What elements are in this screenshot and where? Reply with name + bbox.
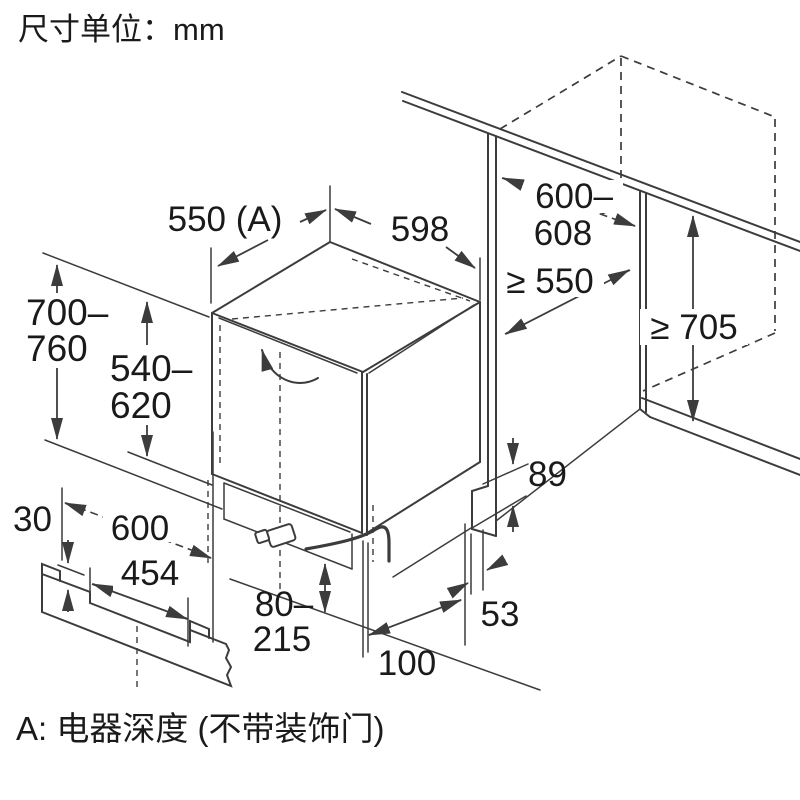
footnote: A: 电器深度 (不带装饰门)	[16, 710, 385, 747]
label-plinth-height-1: 80–	[255, 585, 314, 624]
dishwasher-body	[207, 241, 481, 592]
dim-plinth-cutout: 454	[89, 554, 189, 647]
label-plinth-return: 30	[13, 500, 52, 539]
dim-base-depth: 100	[362, 523, 466, 683]
hose-connector	[265, 523, 297, 548]
door-swing-arc	[261, 349, 319, 384]
label-base-depth: 100	[378, 644, 436, 683]
label-niche-depth-2: 608	[534, 214, 592, 253]
dim-niche-height: ≥ 705	[640, 215, 748, 422]
label-niche-width: ≥ 550	[506, 262, 593, 301]
dim-panel-foot: 89	[507, 438, 567, 532]
drain-hose	[254, 523, 391, 563]
label-niche-depth-1: 600–	[535, 177, 613, 216]
dim-plinth-width: 600	[61, 431, 214, 643]
label-plinth-cutout: 454	[121, 554, 179, 593]
dim-niche-width: ≥ 550	[497, 262, 631, 335]
label-panel-foot: 89	[528, 455, 567, 494]
label-front-height-2: 760	[26, 328, 88, 369]
dim-niche-depth: 600– 608	[501, 177, 637, 253]
page-title: 尺寸单位：mm	[18, 12, 225, 47]
dim-plinth-return: 30	[13, 500, 85, 612]
plinth-panel	[41, 562, 233, 692]
niche-right-panel	[639, 191, 651, 418]
label-front-height-1: 700–	[26, 292, 109, 333]
label-niche-height: ≥ 705	[650, 308, 737, 347]
label-plinth-width: 600	[111, 509, 169, 548]
label-appliance-width: 598	[391, 210, 449, 249]
dim-plinth-height: 80– 215	[253, 563, 331, 659]
dim-front-height: 700– 760	[26, 252, 210, 440]
label-plinth-height-2: 215	[253, 620, 311, 659]
countertop	[401, 91, 800, 252]
niche-left-panel	[471, 133, 529, 537]
label-side-clearance: 53	[481, 595, 520, 634]
label-door-height-1: 540–	[110, 348, 193, 389]
dim-side-clearance: 53	[446, 529, 520, 634]
dim-door-height: 540– 620	[110, 301, 213, 486]
label-door-height-2: 620	[110, 385, 172, 426]
label-appliance-depth: 550 (A)	[168, 200, 283, 239]
dim-appliance-width: 598	[391, 210, 481, 301]
dim-appliance-depth: 550 (A)	[168, 185, 372, 304]
